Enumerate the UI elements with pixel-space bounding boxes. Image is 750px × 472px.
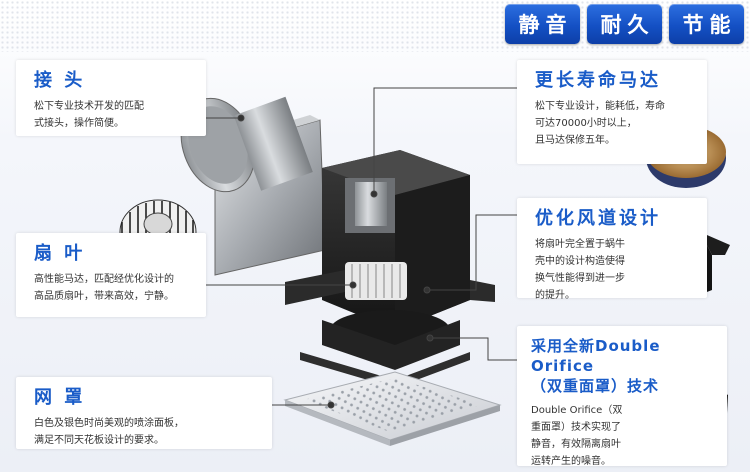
grille-panel-image [283, 371, 502, 446]
title-line: （双重面罩）技术 [531, 377, 660, 395]
feature-card-grille: 网 罩 白色及银色时尚美观的喷涂面板， 满足不同天花板设计的要求。 [16, 377, 272, 449]
desc-line: 将扇叶完全置于蜗牛 [535, 239, 625, 250]
desc-line: 松下专业设计，能耗低，寿命 [535, 101, 665, 112]
feature-title-fan-blade: 扇 叶 [34, 243, 86, 264]
desc-line: 静音，有效隔离扇叶 [531, 439, 621, 450]
feature-card-fan-blade: 扇 叶 高性能马达，匹配经优化设计的 高品质扇叶，带来高效，宁静。 [16, 233, 206, 317]
feature-title-airflow-duct: 优化风道设计 [535, 208, 661, 229]
desc-line: 高品质扇叶，带来高效，宁静。 [34, 291, 174, 302]
feature-card-airflow-duct: 优化风道设计 将扇叶完全置于蜗牛 壳中的设计构造使得 换气性能得到进一步 的提升… [517, 198, 707, 301]
desc-line: 的提升。 [535, 290, 575, 301]
feature-title-grille: 网 罩 [34, 387, 86, 408]
desc-line: 换气性能得到进一步 [535, 273, 625, 284]
desc-line: 运转产生的噪音。 [531, 456, 611, 467]
fan-housing-image [285, 150, 495, 388]
title-line: 采用全新Double Orifice [531, 337, 661, 375]
desc-line: 白色及银色时尚美观的喷涂面板， [34, 418, 184, 429]
desc-line: 壳中的设计构造使得 [535, 256, 625, 267]
feature-card-double-orifice: 采用全新Double Orifice （双重面罩）技术 Double Orifi… [517, 326, 727, 467]
desc-line: 且马达保修五年。 [535, 135, 615, 146]
desc-line: 重面罩）技术实现了 [531, 422, 621, 433]
feature-desc-motor: 松下专业设计，能耗低，寿命 可达70000小时以上， 且马达保修五年。 [535, 98, 699, 149]
tab-durable[interactable]: 耐久 [587, 4, 662, 44]
feature-title-joint: 接 头 [34, 70, 86, 91]
feature-title-motor: 更长寿命马达 [535, 70, 661, 91]
feature-tabs: 静音 耐久 节能 [505, 4, 744, 44]
desc-line: 高性能马达，匹配经优化设计的 [34, 274, 174, 285]
feature-title-double-orifice: 采用全新Double Orifice （双重面罩）技术 [531, 336, 719, 396]
desc-line: 松下专业技术开发的匹配 [34, 101, 144, 112]
feature-desc-joint: 松下专业技术开发的匹配 式接头，操作简便。 [34, 98, 198, 132]
desc-line: 可达70000小时以上， [535, 118, 637, 129]
tab-energy-saving[interactable]: 节能 [669, 4, 744, 44]
feature-desc-airflow-duct: 将扇叶完全置于蜗牛 壳中的设计构造使得 换气性能得到进一步 的提升。 [535, 236, 699, 304]
desc-line: 式接头，操作简便。 [34, 118, 124, 129]
tab-quiet[interactable]: 静音 [505, 4, 580, 44]
feature-desc-double-orifice: Double Orifice（双 重面罩）技术实现了 静音，有效隔离扇叶 运转产… [531, 402, 719, 470]
desc-line: 满足不同天花板设计的要求。 [34, 435, 164, 446]
feature-desc-grille: 白色及银色时尚美观的喷涂面板， 满足不同天花板设计的要求。 [34, 415, 264, 449]
feature-card-motor: 更长寿命马达 松下专业设计，能耗低，寿命 可达70000小时以上， 且马达保修五… [517, 60, 707, 164]
desc-line: Double Orifice（双 [531, 405, 623, 416]
feature-card-joint: 接 头 松下专业技术开发的匹配 式接头，操作简便。 [16, 60, 206, 136]
joint-connector-image [180, 96, 326, 276]
feature-desc-fan-blade: 高性能马达，匹配经优化设计的 高品质扇叶，带来高效，宁静。 [34, 271, 198, 305]
